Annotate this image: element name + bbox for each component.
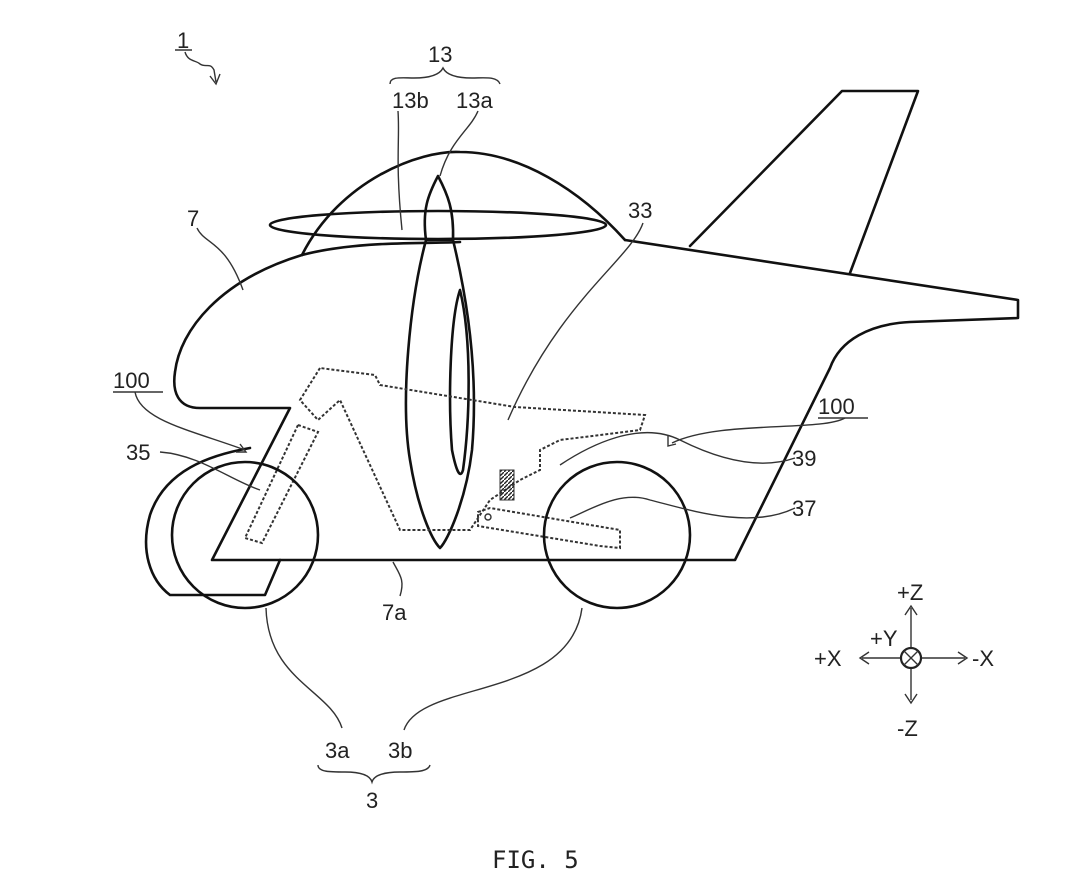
- leader-3a: [265, 607, 343, 729]
- canopy-dome: [300, 150, 627, 257]
- leader-39: [559, 431, 796, 466]
- arrow-down-icon: [904, 693, 918, 705]
- front-fork: [243, 423, 320, 545]
- propeller-blade-vertical: [404, 238, 476, 550]
- axis-plus-y: +Y: [870, 626, 898, 651]
- label-100-left: 100: [113, 368, 150, 393]
- leader-33: [507, 222, 644, 421]
- swing-arm-pivot: [484, 513, 492, 521]
- leader-37: [569, 496, 796, 519]
- leader-35: [159, 451, 261, 491]
- vehicle-body: [173, 238, 1020, 562]
- label-13: 13: [428, 42, 452, 67]
- axis-plus-x: +X: [814, 646, 842, 671]
- wheel-rear: [542, 460, 692, 610]
- coordinate-axes: +Z -Z +X -X +Y: [814, 580, 994, 741]
- label-7: 7: [187, 206, 199, 231]
- rear-spring: [499, 469, 515, 501]
- arrow-left-icon: [858, 651, 870, 665]
- figure-caption: FIG. 5: [492, 846, 579, 874]
- label-39: 39: [792, 446, 816, 471]
- propeller-blade-inner: [448, 288, 470, 476]
- label-37: 37: [792, 496, 816, 521]
- frame-dashed: [298, 366, 647, 531]
- swing-arm: [477, 506, 621, 550]
- label-7a: 7a: [382, 600, 407, 625]
- arrowhead-100-left-icon: [236, 443, 248, 453]
- reference-squiggle: [184, 51, 217, 83]
- label-13a: 13a: [456, 88, 493, 113]
- label-3: 3: [366, 788, 378, 813]
- axis-plus-z: +Z: [897, 580, 923, 605]
- leader-3b: [403, 607, 583, 731]
- leader-100-right: [671, 417, 846, 444]
- leader-100-left: [134, 391, 246, 451]
- label-3b: 3b: [388, 738, 412, 763]
- wheel-front: [170, 460, 320, 610]
- label-3a: 3a: [325, 738, 350, 763]
- arrow-up-icon: [904, 604, 918, 616]
- cross-icon: [903, 650, 919, 666]
- label-13b: 13b: [392, 88, 429, 113]
- leader-7: [196, 227, 244, 291]
- leader-13a: [439, 110, 479, 177]
- tail-fin: [688, 89, 920, 275]
- arrowhead-100-right-icon: [667, 436, 677, 447]
- axis-minus-z: -Z: [897, 716, 918, 741]
- label-33: 33: [628, 198, 652, 223]
- propeller-hub: [423, 174, 455, 242]
- leader-13b: [397, 110, 403, 231]
- label-35: 35: [126, 440, 150, 465]
- leader-7a: [392, 561, 403, 597]
- reference-numeral-1: 1: [177, 28, 189, 53]
- axis-minus-x: -X: [972, 646, 994, 671]
- brace-13: [389, 66, 501, 85]
- arrow-right-icon: [957, 651, 969, 665]
- reference-arrowhead-icon: [209, 73, 221, 86]
- brace-3: [317, 764, 431, 785]
- front-fender: [144, 446, 282, 597]
- label-100-right: 100: [818, 394, 855, 419]
